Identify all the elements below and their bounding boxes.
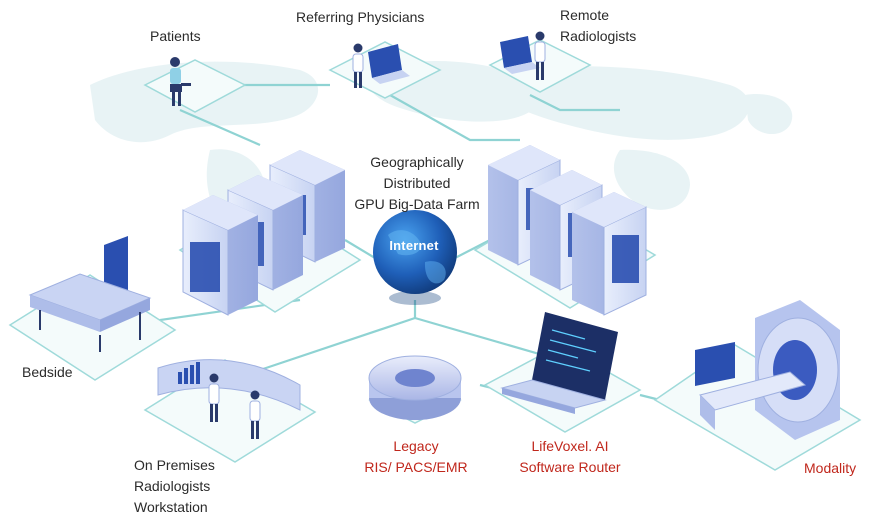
remote-radiologists-line2: Radiologists [560, 28, 637, 44]
server-cluster-left [182, 150, 345, 316]
gpu-farm-line1: Geographically [370, 154, 464, 170]
software-router-label: LifeVoxel. AI Software Router [510, 436, 630, 478]
legacy-line1: Legacy [393, 438, 439, 454]
patient-figure-icon [170, 57, 191, 106]
legacy-line2: RIS/ PACS/EMR [364, 459, 468, 475]
modality-scanner-icon [695, 300, 840, 440]
remote-radiologist-icon [500, 31, 546, 80]
bedside-label: Bedside [22, 364, 73, 380]
workstation-display-icon [157, 359, 301, 439]
bedside-bed-icon [28, 236, 152, 352]
gpu-farm-line2: Distributed [383, 175, 451, 191]
on-premises-label: On Premises Radiologists Workstation [134, 455, 215, 518]
on-premises-line1: On Premises [134, 457, 215, 473]
on-premises-line3: Workstation [134, 499, 208, 515]
internet-globe-icon [373, 210, 457, 305]
gpu-farm-line3: GPU Big-Data Farm [354, 196, 480, 212]
gpu-farm-label: Geographically Distributed GPU Big-Data … [352, 152, 482, 215]
server-cluster-right [488, 145, 647, 316]
patients-label: Patients [150, 28, 201, 44]
legacy-storage-ring-icon [368, 355, 462, 420]
modality-label: Modality [804, 460, 857, 476]
software-router-line2: Software Router [519, 459, 621, 475]
legacy-label: Legacy RIS/ PACS/EMR [360, 436, 472, 478]
referring-physicians-label: Referring Physicians [296, 9, 425, 25]
remote-radiologists-label: Remote Radiologists [560, 5, 636, 47]
on-premises-line2: Radiologists [134, 478, 211, 494]
remote-radiologists-line1: Remote [560, 7, 610, 23]
referring-physician-icon [352, 43, 410, 88]
internet-label: Internet [389, 238, 439, 253]
software-router-line1: LifeVoxel. AI [531, 438, 609, 454]
software-router-laptop-icon [500, 312, 618, 414]
